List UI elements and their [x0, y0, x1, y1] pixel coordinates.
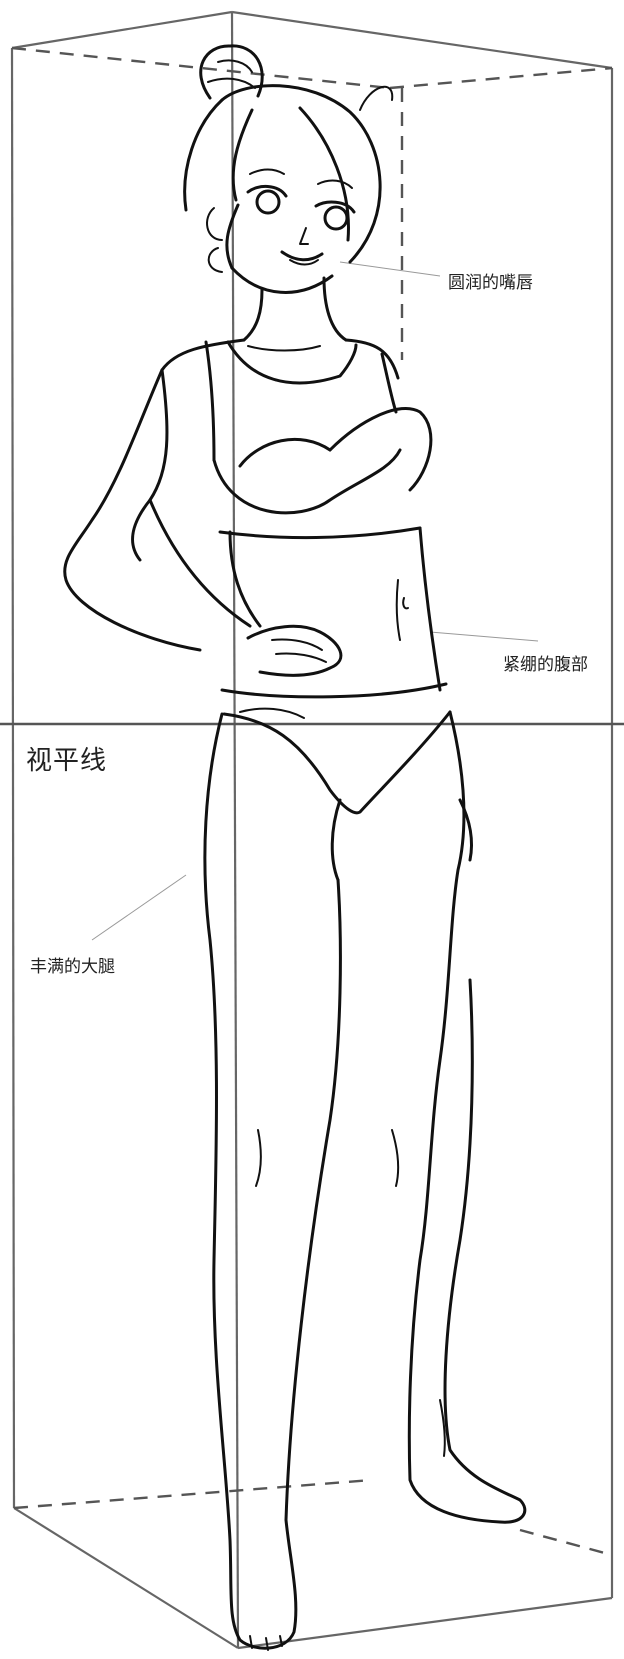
- perspective-box: [10, 10, 614, 1650]
- label-thighs: 丰满的大腿: [30, 957, 115, 977]
- label-lips: 圆润的嘴唇: [448, 273, 533, 293]
- label-abdomen: 紧绷的腹部: [503, 655, 588, 675]
- figure: [63, 44, 527, 1651]
- label-horizon: 视平线: [26, 746, 108, 776]
